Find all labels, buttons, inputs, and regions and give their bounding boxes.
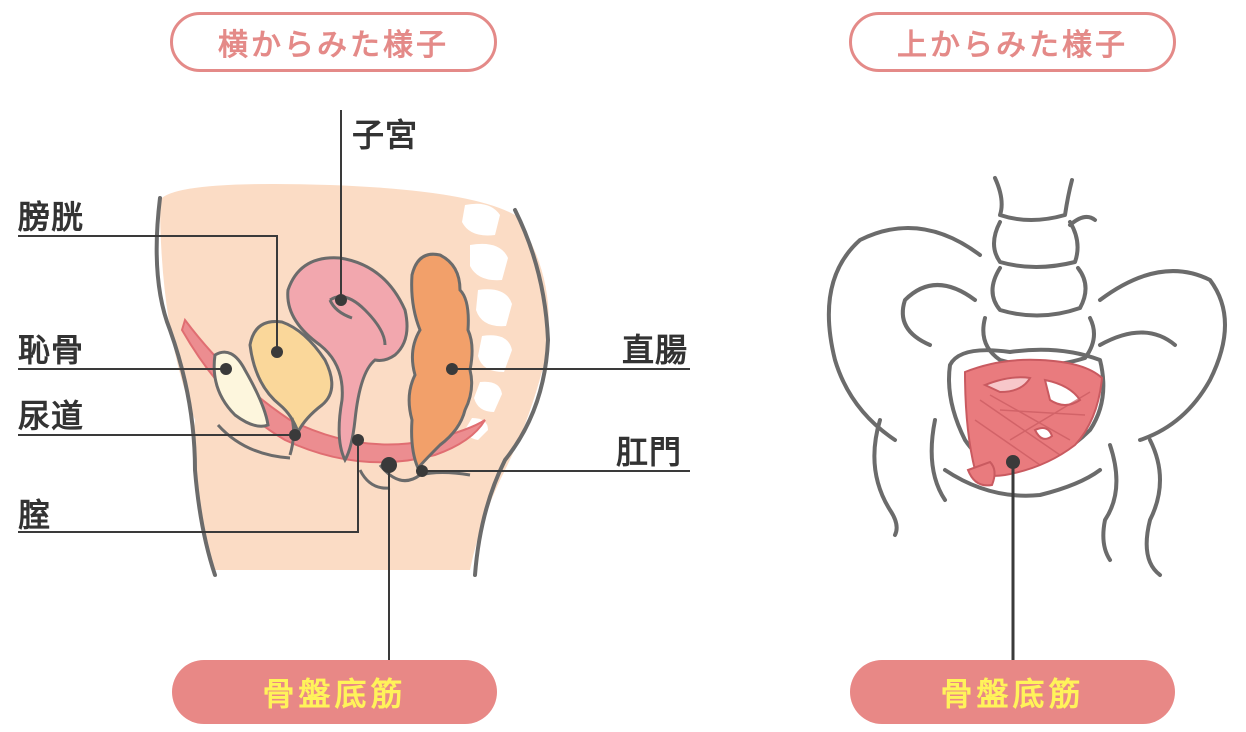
- label-uterus: 子宮: [352, 116, 419, 154]
- label-bladder: 膀胱: [18, 198, 85, 236]
- vertebra-2: [992, 214, 1097, 269]
- rectum-shape: [407, 252, 474, 471]
- bladder-shape: [248, 319, 334, 436]
- label-urethra: 尿道: [18, 397, 85, 435]
- right-iliac-inner: [1098, 330, 1177, 347]
- side-view-diagram: [18, 110, 690, 660]
- vertebra-3: [990, 266, 1088, 318]
- label-anus: 肛門: [616, 433, 683, 471]
- left-iliac-inner: [900, 283, 977, 347]
- leader-dots-side: [220, 294, 458, 477]
- side-view-title: 横からみた様子: [170, 12, 497, 72]
- label-vagina: 腟: [18, 496, 52, 534]
- right-iliac-wing: [1098, 269, 1227, 442]
- right-ischium: [1101, 438, 1162, 577]
- top-view-diagram: [826, 176, 1227, 577]
- leader-lines-side: [18, 110, 690, 660]
- uterus-shape: [286, 256, 409, 464]
- body-outline-front: [154, 196, 217, 577]
- left-iliac-wing: [826, 226, 982, 442]
- leader-top: [1006, 455, 1020, 660]
- sacrum-bones: [462, 203, 512, 440]
- sacrum: [981, 316, 1096, 368]
- body-outline-back: [473, 208, 551, 577]
- top-pelvic-floor-badge: 骨盤底筋: [850, 660, 1175, 724]
- top-view-title: 上からみた様子: [849, 12, 1176, 72]
- label-pubic-bone: 恥骨: [18, 331, 85, 369]
- vertebra-1: [993, 176, 1074, 222]
- left-ischium: [872, 418, 947, 537]
- pelvic-rim: [947, 347, 1106, 472]
- pubic-symphysis: [943, 468, 1102, 498]
- label-rectum: 直腸: [622, 331, 689, 369]
- pelvic-floor-muscle-top: [963, 358, 1104, 487]
- side-pelvic-floor-badge: 骨盤底筋: [172, 660, 497, 724]
